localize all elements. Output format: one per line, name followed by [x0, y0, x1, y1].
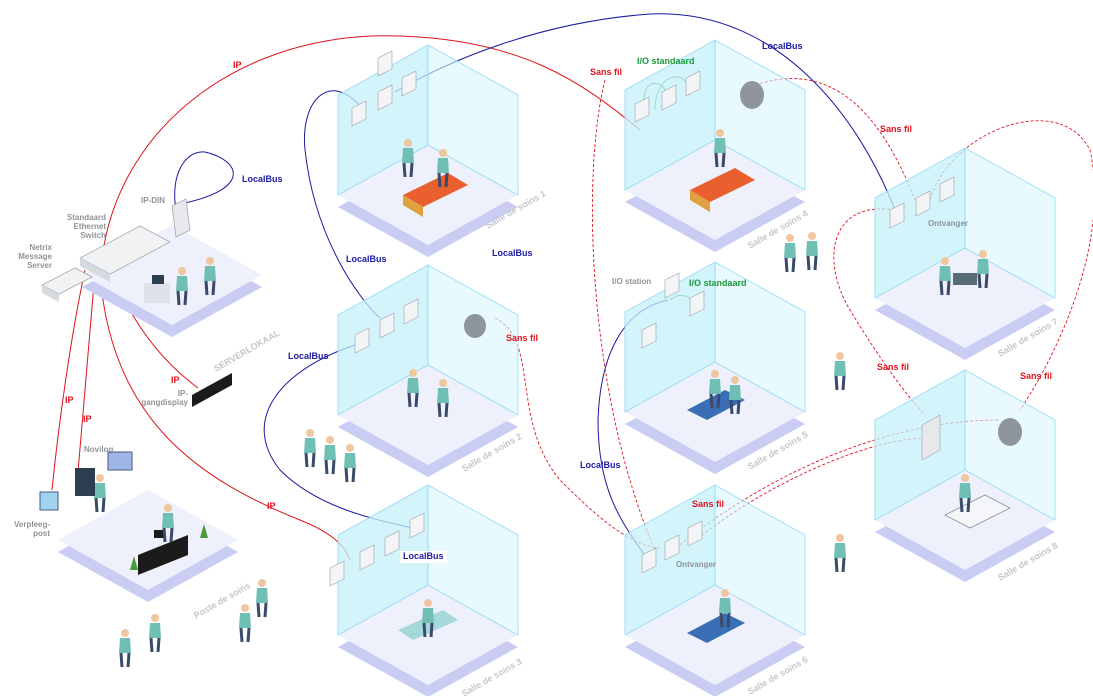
localbus-label-room-5: LocalBus	[580, 460, 621, 470]
ip-label-room-3: IP	[267, 501, 276, 511]
novilog-terminal-device	[75, 451, 133, 496]
ip-label-left-1: IP	[65, 395, 74, 405]
ip-label-left-2: IP	[83, 414, 92, 424]
switch-label: Standaard Ethernet Switch	[66, 213, 106, 241]
room-8-devices	[921, 414, 1022, 461]
room-1	[337, 44, 519, 257]
wireless-label-room-8: Sans fil	[1020, 371, 1053, 381]
ethernet-switch-device	[79, 225, 171, 282]
localbus-label-room-3: LocalBus	[400, 551, 447, 563]
novilog-label: Novilog	[84, 445, 114, 454]
receiver-room-6-label: Ontvanger	[676, 560, 717, 569]
room-2	[337, 264, 519, 477]
room-6	[624, 484, 806, 696]
room-4-panels	[634, 70, 764, 123]
ip-label-top: IP	[233, 60, 242, 70]
io-standard-label-room-5: I/O standaard	[689, 278, 747, 288]
corridor-display-device	[192, 373, 232, 407]
server-room	[82, 225, 262, 337]
message-server-label: Netrix Message Server	[18, 243, 52, 271]
io-station-label: I/O station	[612, 277, 652, 286]
nurse-post-device	[39, 491, 59, 511]
ip-label-display: IP	[171, 375, 180, 385]
room-4	[624, 39, 806, 252]
room-5	[624, 261, 806, 474]
room-7	[874, 147, 1056, 360]
nurses-station-room	[58, 472, 238, 602]
room-3	[337, 484, 519, 696]
corridor-display-label: IP-gangdisplay	[141, 389, 188, 408]
wireless-label-room-7-left: Sans fil	[877, 362, 910, 372]
localbus-label-free: LocalBus	[492, 248, 533, 258]
ip-din-device	[171, 198, 191, 238]
receiver-room-7-label: Ontvanger	[928, 219, 969, 228]
localbus-label-room-2: LocalBus	[288, 351, 329, 361]
localbus-label-mid: LocalBus	[346, 254, 387, 264]
io-standard-label-room-4: I/O standaard	[637, 56, 695, 66]
localbus-label-top: LocalBus	[762, 41, 803, 51]
room-2-panels	[354, 298, 486, 354]
wireless-label-room-2: Sans fil	[506, 333, 539, 343]
room-8	[874, 369, 1056, 582]
message-server-device	[41, 267, 93, 302]
ip-din-label: IP-DIN	[141, 196, 165, 205]
nurse-post-label: Verpleeg-post	[14, 520, 51, 539]
wireless-label-room-6: Sans fil	[692, 499, 725, 509]
wireless-label-room-7: Sans fil	[880, 124, 913, 134]
localbus-label-server: LocalBus	[242, 174, 283, 184]
wireless-label-room-4: Sans fil	[590, 67, 623, 77]
